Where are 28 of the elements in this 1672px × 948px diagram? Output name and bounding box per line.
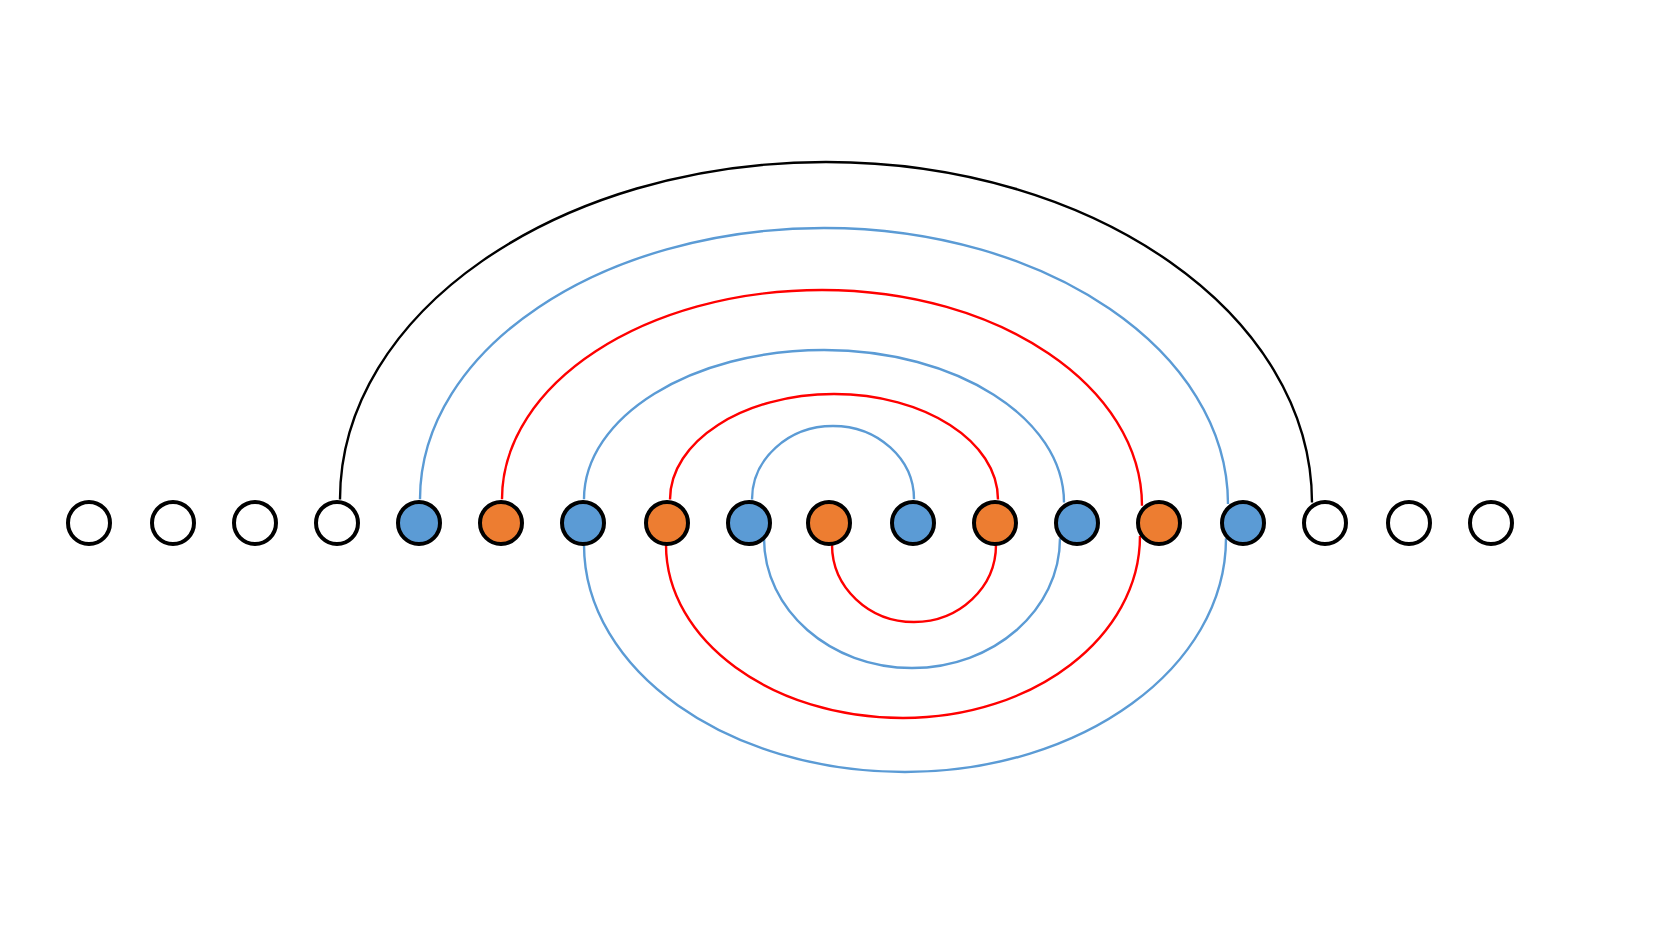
node-circle xyxy=(559,499,605,545)
node-circle xyxy=(1135,499,1181,545)
arc-connector xyxy=(418,226,1230,505)
node-circle xyxy=(1385,499,1431,545)
node-circle xyxy=(1053,499,1099,545)
arc-connector xyxy=(762,538,1062,670)
arc-connector xyxy=(668,392,1000,500)
node-circle xyxy=(643,499,689,545)
arc-connector xyxy=(582,538,1228,774)
arc-connector xyxy=(830,544,998,624)
arc-connector xyxy=(338,160,1314,503)
node-circle xyxy=(231,499,277,545)
node-circle xyxy=(725,499,771,545)
arc-connector xyxy=(582,348,1066,503)
node-circle xyxy=(805,499,851,545)
node-circle xyxy=(971,499,1017,545)
node-circle xyxy=(395,499,441,545)
node-circle xyxy=(1467,499,1513,545)
node-circle xyxy=(1219,499,1265,545)
node-circle xyxy=(65,499,111,545)
node-circle xyxy=(1301,499,1347,545)
node-circle xyxy=(477,499,523,545)
node-circle xyxy=(313,499,359,545)
node-circle xyxy=(889,499,935,545)
arc-connector xyxy=(750,424,916,500)
arc-connector xyxy=(664,535,1142,720)
arc-connector xyxy=(500,288,1144,506)
node-circle xyxy=(149,499,195,545)
